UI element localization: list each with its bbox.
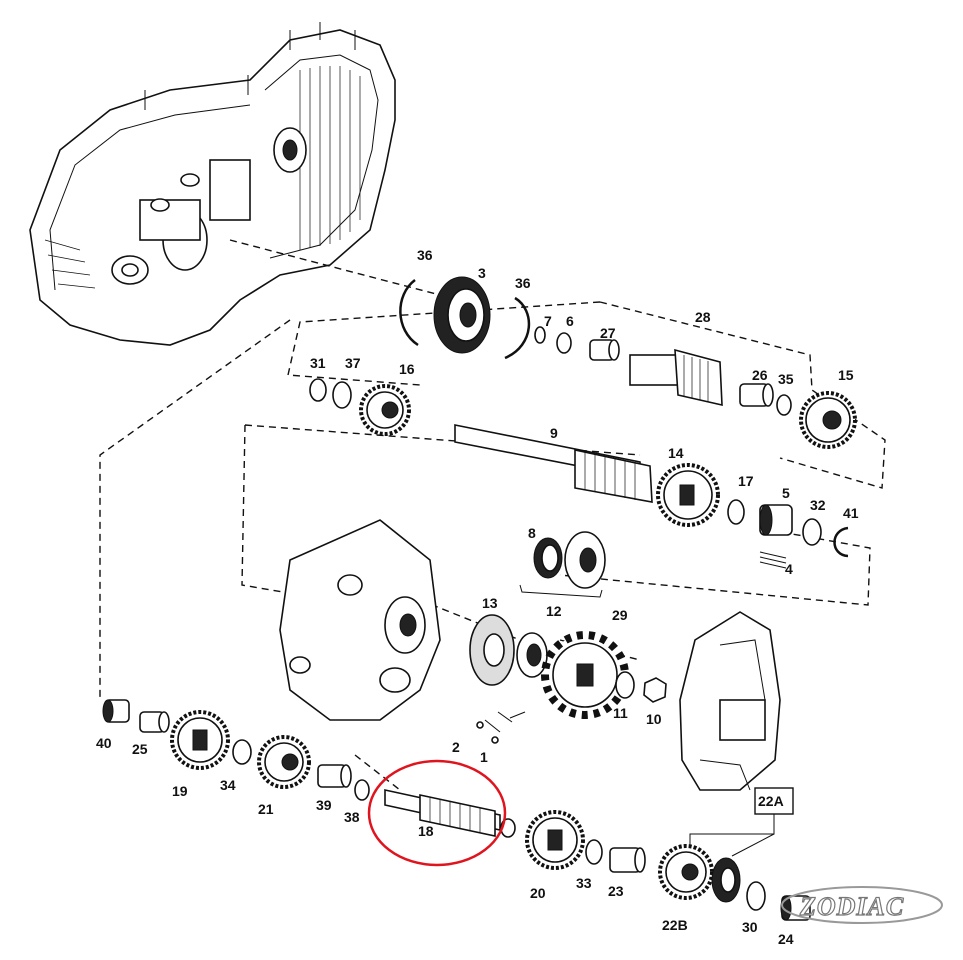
washer-38	[354, 779, 370, 801]
label-27: 27	[600, 325, 616, 341]
label-4: 4	[785, 561, 793, 577]
gear-22B	[658, 844, 714, 900]
label-25: 25	[132, 741, 148, 757]
washer-33	[585, 839, 603, 865]
gear-16	[359, 384, 411, 436]
label-29: 29	[612, 607, 628, 623]
label-10: 10	[646, 711, 662, 727]
label-20: 20	[530, 885, 546, 901]
gear-20	[525, 810, 585, 870]
gear-14	[656, 463, 720, 527]
label-1: 1	[480, 749, 488, 765]
label-5: 5	[782, 485, 790, 501]
countershaft-18	[384, 789, 516, 838]
label-32: 32	[810, 497, 826, 513]
washer-7	[534, 326, 546, 344]
label-9: 9	[550, 425, 558, 441]
label-36a: 36	[417, 247, 433, 263]
cover-plate-12	[564, 531, 606, 589]
label-11: 11	[613, 705, 628, 721]
gearbox-housing	[29, 22, 396, 346]
label-18: 18	[418, 823, 434, 839]
label-7: 7	[544, 313, 552, 329]
mainshaft-9	[454, 424, 653, 503]
bush-5	[759, 504, 793, 536]
washer-32	[802, 518, 822, 546]
label-8: 8	[528, 525, 536, 541]
label-26: 26	[752, 367, 768, 383]
label-39: 39	[316, 797, 332, 813]
part-labels: 36 3 36 7 6 27 28 31 37 16 26 35 15 9 14…	[96, 247, 859, 947]
gasket-13	[469, 614, 515, 686]
label-37: 37	[345, 355, 361, 371]
inner-cover	[279, 519, 441, 721]
logo-text: ZODIAC	[799, 892, 904, 921]
label-2: 2	[452, 739, 460, 755]
label-12: 12	[546, 603, 562, 619]
label-35: 35	[778, 371, 794, 387]
bush-26	[739, 383, 774, 407]
label-15: 15	[838, 367, 854, 383]
label-31: 31	[310, 355, 326, 371]
label-3: 3	[478, 265, 486, 281]
bearing-40	[102, 699, 130, 723]
label-38: 38	[344, 809, 360, 825]
washer-30	[746, 881, 766, 911]
label-14: 14	[668, 445, 684, 461]
circlip-36-left	[399, 279, 419, 347]
sprocket-29	[541, 631, 629, 719]
label-23: 23	[608, 883, 624, 899]
outer-cover	[679, 611, 781, 791]
gear-21	[257, 735, 311, 789]
label-30: 30	[742, 919, 758, 935]
washer-37	[332, 381, 352, 409]
label-33: 33	[576, 875, 592, 891]
rollers-4	[759, 551, 787, 569]
label-41: 41	[843, 505, 859, 521]
label-36b: 36	[515, 275, 531, 291]
nut-10	[643, 677, 667, 703]
label-17: 17	[738, 473, 754, 489]
washer-34	[232, 739, 252, 765]
label-16: 16	[399, 361, 415, 377]
label-13: 13	[482, 595, 498, 611]
label-21: 21	[258, 801, 274, 817]
bracket-12	[519, 584, 603, 598]
label-34: 34	[220, 777, 236, 793]
highlight-circle	[367, 759, 507, 867]
circlip-41	[833, 526, 849, 558]
bush-24	[780, 895, 811, 921]
label-24: 24	[778, 931, 794, 947]
circlip-31	[309, 378, 327, 402]
seal-ring	[516, 632, 548, 678]
bush-39	[317, 764, 352, 788]
zodiac-logo: ZODIAC	[781, 886, 943, 924]
label-22B: 22B	[662, 917, 688, 933]
washer-35	[776, 394, 792, 416]
label-6: 6	[566, 313, 574, 329]
label-28: 28	[695, 309, 711, 325]
gear-19	[170, 710, 230, 770]
gear-15	[799, 391, 857, 449]
circlip-36-right	[504, 296, 531, 360]
bush-23	[609, 847, 646, 873]
label-box-22A	[754, 787, 794, 815]
sleeve-gear-28	[629, 348, 723, 407]
ring-6	[556, 332, 572, 354]
label-40: 40	[96, 735, 112, 751]
label-19: 19	[172, 783, 188, 799]
bearing-3	[433, 276, 491, 354]
seal-8	[533, 537, 563, 579]
lock-washer-11	[615, 671, 635, 699]
bearing-22B	[711, 857, 741, 903]
label-22A: 22A	[758, 793, 784, 809]
bolts	[476, 711, 526, 744]
bush-27	[589, 339, 620, 361]
circlip-17	[727, 499, 745, 525]
bush-25	[139, 711, 170, 733]
